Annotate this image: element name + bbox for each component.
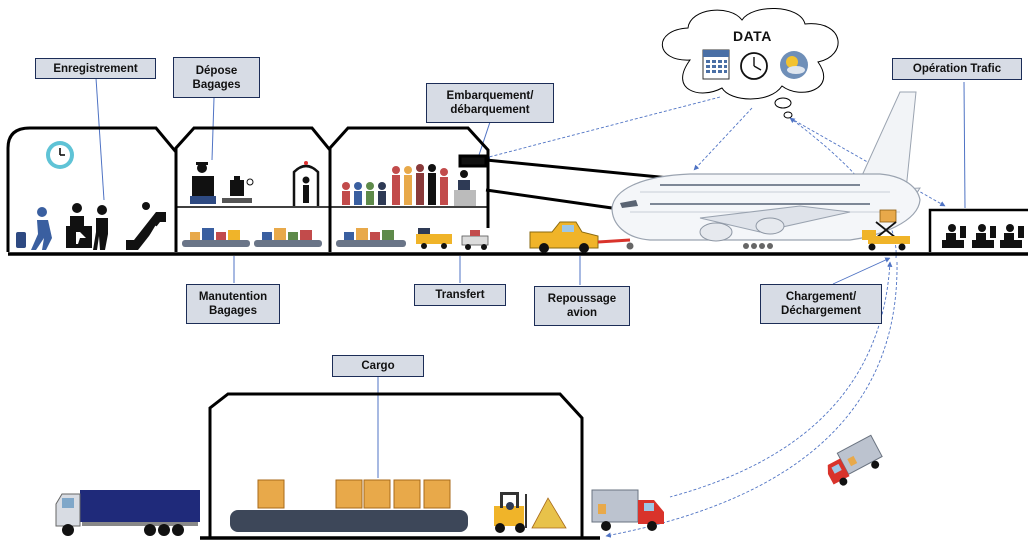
operations-room	[928, 208, 1028, 252]
label-cargo-text: Cargo	[361, 360, 395, 372]
passenger-queue-icon	[342, 164, 448, 205]
data-cloud	[661, 8, 839, 119]
label-repoussage-line1: Repoussage	[547, 293, 617, 305]
traveller-icon	[16, 207, 52, 250]
label-chargement-line2: Déchargement	[781, 305, 861, 317]
label-depose-bagages: Dépose Bagages	[173, 57, 260, 98]
label-manutention-line1: Manutention	[198, 291, 268, 303]
label-embarquement: Embarquement/ débarquement	[426, 83, 554, 123]
semi-truck-icon	[55, 490, 200, 536]
label-repoussage-line2: avion	[566, 307, 598, 319]
label-cargo: Cargo	[332, 355, 424, 377]
label-operation-trafic-text: Opération Trafic	[912, 63, 1002, 75]
label-manutention-bagages: Manutention Bagages	[186, 284, 280, 324]
label-operation-trafic: Opération Trafic	[892, 58, 1022, 80]
terminal-buildings	[6, 126, 490, 252]
label-enregistrement: Enregistrement	[35, 58, 156, 79]
gate-agent-icon	[454, 170, 476, 206]
clock-icon	[740, 52, 768, 80]
baggage-conveyor	[182, 228, 322, 247]
bag-drop-area	[182, 161, 322, 247]
label-depose-line2: Bagages	[192, 78, 241, 91]
pushback-tug-icon	[529, 221, 631, 253]
label-repoussage-avion: Repoussage avion	[534, 286, 630, 326]
cargo-conveyor	[230, 510, 468, 532]
label-embarquement-line1: Embarquement/	[446, 90, 534, 102]
weather-icon	[780, 51, 808, 79]
label-embarquement-line2: débarquement	[450, 104, 530, 116]
aircraft-icon	[611, 91, 921, 250]
cargo-crates	[257, 479, 451, 509]
jet-bridges	[458, 154, 691, 210]
label-connectors	[95, 77, 966, 478]
boarding-area	[336, 164, 489, 250]
label-enregistrement-text: Enregistrement	[53, 62, 138, 75]
operator-icon	[942, 224, 1024, 248]
bag-drop-agent-icon	[190, 162, 216, 204]
data-cloud-title: DATA	[733, 28, 772, 44]
forklift-icon	[494, 492, 567, 533]
label-transfert: Transfert	[414, 284, 506, 306]
label-chargement-dechargement: Chargement/ Déchargement	[760, 284, 882, 324]
security-gate-icon	[292, 161, 320, 206]
escalator-icon	[126, 202, 166, 250]
checkin-agent-icon	[66, 203, 92, 248]
data-arrows	[484, 96, 946, 538]
luggage-scale-icon	[222, 176, 254, 203]
cargo-loader-icon	[862, 209, 910, 251]
checkin-area	[16, 141, 166, 250]
moving-van-icon	[827, 434, 883, 486]
delivery-van-icon	[591, 489, 664, 531]
label-chargement-line1: Chargement/	[785, 291, 857, 303]
transfer-vehicles	[336, 228, 489, 250]
passenger-icon	[93, 205, 108, 250]
label-manutention-line2: Bagages	[209, 305, 257, 317]
label-transfert-text: Transfert	[435, 289, 485, 301]
calendar-icon	[702, 49, 730, 80]
label-depose-line1: Dépose	[195, 64, 238, 77]
clock-icon	[46, 141, 74, 169]
cargo-building	[200, 392, 600, 540]
